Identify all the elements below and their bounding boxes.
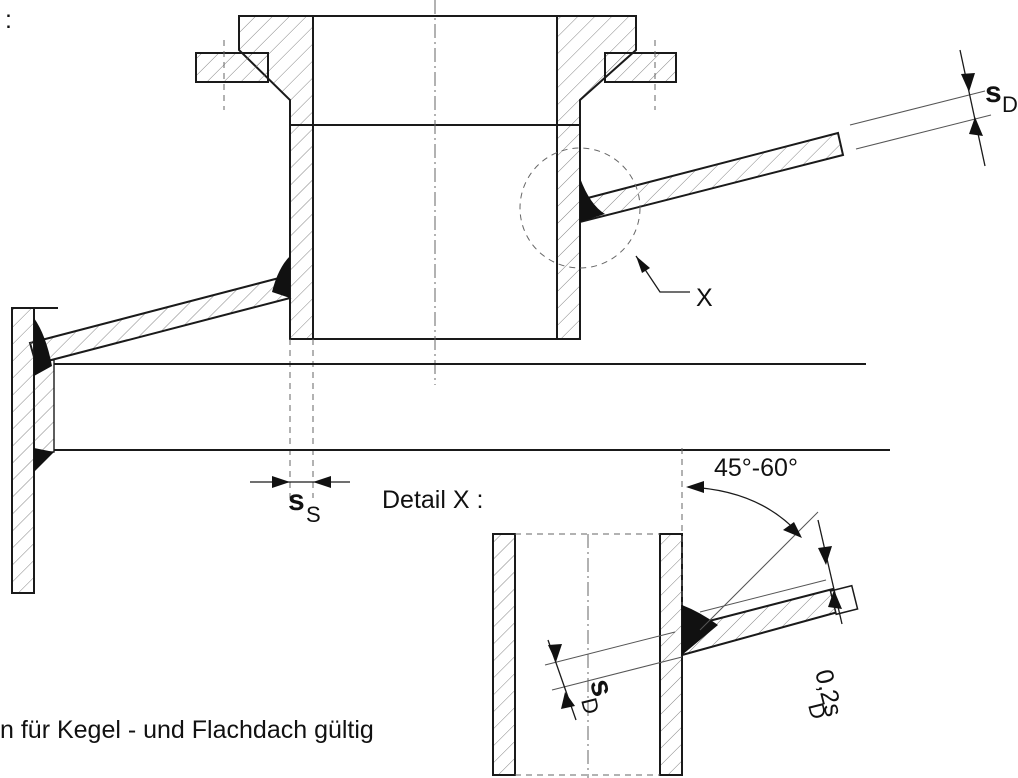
weld-size-subscript: D [803,700,831,721]
sd-dimension-top [849,49,992,167]
angle-arc [687,486,801,536]
flange-right [604,52,677,83]
ss-symbol: s [288,484,305,517]
sd-top-subscript: D [1002,92,1018,117]
angle-label: 45°-60° [714,454,798,482]
validity-note: n für Kegel - und Flachdach gültig [0,716,374,744]
detail-x-marker: X [696,284,713,312]
flange-left [195,52,269,83]
detail-x-leader [635,255,690,293]
detail-x-circle [519,147,641,269]
detail-nozzle [492,533,683,776]
weld-nozzle-left [272,256,290,298]
ss-dimension [250,476,350,488]
ss-subscript: S [306,502,321,527]
sd-top-symbol: s [985,76,1002,109]
weld-shell-bottom [34,448,54,472]
detail-title: Detail X : [382,486,483,514]
sd-dimension-detail [544,631,683,721]
tank-shell [11,307,58,594]
nozzle-body [289,124,581,340]
top-left-colon: : [5,6,12,34]
roof-plate-left [28,275,292,366]
nozzle-collar [238,15,637,126]
roof-plate-right [579,131,845,224]
weld-right [580,178,605,222]
sd-detail-subscript: D [576,695,604,716]
weld-shell-top [34,318,52,376]
weld-size-dimension [699,519,843,625]
